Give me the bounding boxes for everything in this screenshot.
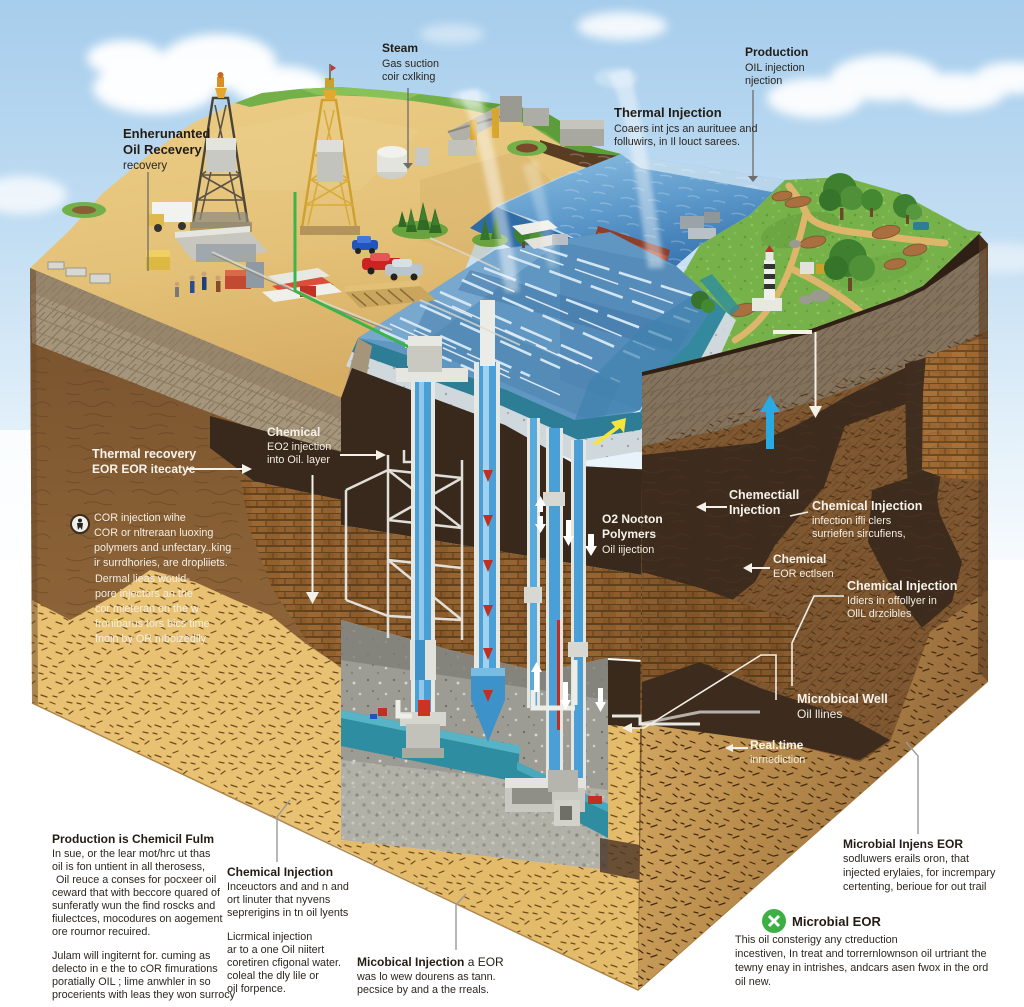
svg-text:ceward that with beccore quare: ceward that with beccore quared of xyxy=(52,887,221,899)
svg-text:Oil Recevery: Oil Recevery xyxy=(123,142,203,157)
svg-text:Oil llines: Oil llines xyxy=(797,707,842,721)
svg-text:Chemical: Chemical xyxy=(773,552,826,566)
svg-text:Chemical Injection: Chemical Injection xyxy=(812,499,922,513)
svg-text:COR injection wihe: COR injection wihe xyxy=(94,512,186,524)
svg-text:Real.time: Real.time xyxy=(750,738,804,752)
svg-text:Production is Chemicil Fulm: Production is Chemicil Fulm xyxy=(52,832,214,846)
svg-text:Microbical Well: Microbical Well xyxy=(797,692,888,706)
svg-text:njection: njection xyxy=(745,75,782,87)
svg-text:coleal the dly lile or: coleal the dly lile or xyxy=(227,970,319,982)
svg-text:poratially OIL ; lime anwhler: poratially OIL ; lime anwhler in so xyxy=(52,976,211,988)
svg-text:coir cxlking: coir cxlking xyxy=(382,71,435,83)
svg-text:OllL drzcibles: OllL drzcibles xyxy=(847,608,912,620)
svg-text:was lo wew dourens as tann.: was lo wew dourens as tann. xyxy=(356,971,496,983)
svg-text:This oil consterigy any ctredu: This oil consterigy any ctreduction xyxy=(735,934,898,946)
svg-text:Chemical Injection: Chemical Injection xyxy=(227,865,333,879)
svg-text:Gas suction: Gas suction xyxy=(382,58,439,70)
svg-text:Inceuctors and and n and: Inceuctors and and n and xyxy=(227,881,349,893)
svg-text:tewny enay in intrishes, andca: tewny enay in intrishes, andcars asen fw… xyxy=(735,962,988,974)
svg-text:Production: Production xyxy=(745,45,808,59)
svg-text:ar to a one Oil niitert: ar to a one Oil niitert xyxy=(227,944,324,956)
svg-text:fnoin by OR mboizedlly: fnoin by OR mboizedlly xyxy=(95,633,207,645)
svg-text:oil is fon untient in all ther: oil is fon untient in all therosess, xyxy=(52,861,205,873)
svg-text:surriefen sircufiens,: surriefen sircufiens, xyxy=(812,528,906,540)
svg-text:injected erylaies, for incremp: injected erylaies, for incrempary xyxy=(843,867,996,879)
svg-text:Chemical Injection: Chemical Injection xyxy=(847,579,957,593)
svg-text:EOR EOR itecatye: EOR EOR itecatye xyxy=(92,462,196,476)
svg-text:sodluwers erails oron, that: sodluwers erails oron, that xyxy=(843,853,969,865)
svg-text:Coaers int jcs an aurituee and: Coaers int jcs an aurituee and xyxy=(614,123,757,135)
svg-text:oil forpence.: oil forpence. xyxy=(227,983,286,995)
svg-text:Licrmical injection: Licrmical injection xyxy=(227,931,312,943)
svg-text:into Oil. layer: into Oil. layer xyxy=(267,454,330,466)
svg-text:ort linuter that nyvens: ort linuter that nyvens xyxy=(227,894,331,906)
svg-text:inrnediction: inrnediction xyxy=(750,754,805,766)
svg-text:O2 Nocton: O2 Nocton xyxy=(602,512,663,526)
svg-text:Micobical Injection a EOR: Micobical Injection a EOR xyxy=(357,955,504,969)
svg-text:ore rournor recuired.: ore rournor recuired. xyxy=(52,926,150,938)
svg-text:EOR ectlsen: EOR ectlsen xyxy=(773,568,834,580)
svg-text:fronibarus tors bics time: fronibarus tors bics time xyxy=(95,618,210,630)
svg-text:sunferatly wun the find roscks: sunferatly wun the find roscks and xyxy=(52,900,215,912)
svg-text:Idiers in offollyer in: Idiers in offollyer in xyxy=(847,595,937,607)
svg-text:procerients with leas they won: procerients with leas they won surrocy xyxy=(52,989,236,1001)
svg-text:cor mieteran on the w: cor mieteran on the w xyxy=(95,603,199,615)
svg-text:Chemectiall: Chemectiall xyxy=(729,488,799,502)
svg-text:Oil reuce a conses for pocxeer: Oil reuce a conses for pocxeer oil xyxy=(56,874,216,886)
svg-text:pecsice by and a the rreals.: pecsice by and a the rreals. xyxy=(357,984,489,996)
svg-text:Oil iijection: Oil iijection xyxy=(602,544,654,556)
svg-text:certenting, berioue for out tr: certenting, berioue for out trail xyxy=(843,881,986,893)
svg-text:COR or nltreraan luoxing: COR or nltreraan luoxing xyxy=(94,527,213,539)
svg-text:Injection: Injection xyxy=(729,503,780,517)
svg-text:Polymers: Polymers xyxy=(602,527,656,541)
svg-text:Julam will ingiternt for. cumi: Julam will ingiternt for. cuming as xyxy=(52,950,211,962)
svg-text:incestiven, In treat and torre: incestiven, In treat and torrernlownson … xyxy=(735,948,986,960)
svg-text:Thermal Injection: Thermal Injection xyxy=(614,105,722,120)
svg-text:fiulectces, mocodures on aogem: fiulectces, mocodures on aogement xyxy=(52,913,222,925)
svg-text:seprerigins in tn oil lyents: seprerigins in tn oil lyents xyxy=(227,907,349,919)
svg-text:pore injectors an the: pore injectors an the xyxy=(95,588,193,600)
svg-text:Dermal lieas would-: Dermal lieas would- xyxy=(95,573,190,585)
svg-text:Microbial EOR: Microbial EOR xyxy=(792,914,881,929)
svg-text:coretiren cfigonal water.: coretiren cfigonal water. xyxy=(227,957,341,969)
svg-text:Microbial Injens EOR: Microbial Injens EOR xyxy=(843,837,963,851)
svg-text:Chemical: Chemical xyxy=(267,425,320,439)
svg-text:recovery: recovery xyxy=(123,160,167,172)
svg-text:Thermal recovery: Thermal recovery xyxy=(92,447,196,461)
svg-text:OIL injection: OIL injection xyxy=(745,62,805,74)
svg-text:In sue, or the lear mot/hrc ut: In sue, or the lear mot/hrc ut thas xyxy=(52,848,211,860)
svg-text:EO2 injection: EO2 injection xyxy=(267,441,331,453)
svg-text:polymers and unfectary..king: polymers and unfectary..king xyxy=(94,542,231,554)
svg-text:delecto in e the to cOR fimura: delecto in e the to cOR fimurations xyxy=(52,963,218,975)
svg-text:oil new.: oil new. xyxy=(735,976,771,988)
svg-text:ir surrdhories, are dropliiets: ir surrdhories, are dropliiets. xyxy=(94,557,228,569)
svg-text:Steam: Steam xyxy=(382,41,418,55)
svg-text:infection ifli clers: infection ifli clers xyxy=(812,515,892,527)
svg-text:Enherunanted: Enherunanted xyxy=(123,126,210,141)
svg-text:folluwirs, in Il louct sarees.: folluwirs, in Il louct sarees. xyxy=(614,136,740,148)
